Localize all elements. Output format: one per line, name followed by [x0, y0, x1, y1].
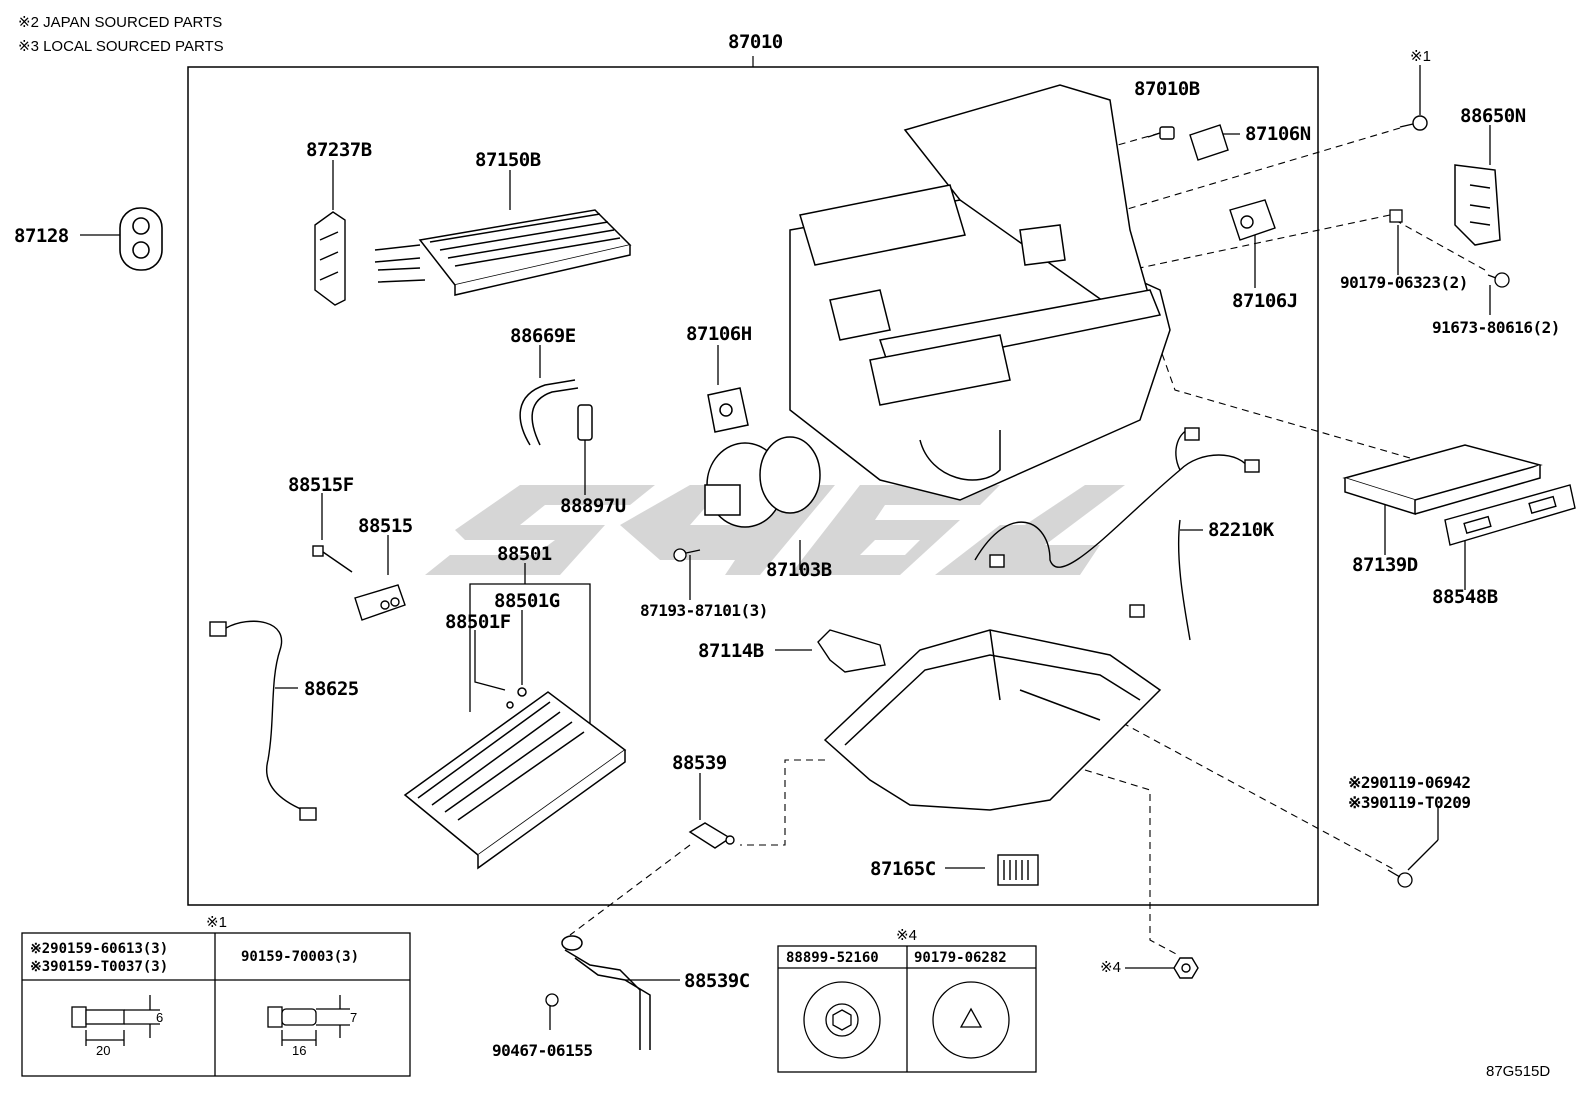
label-87237B[interactable]: 87237B [306, 139, 372, 161]
label-87165C[interactable]: 87165C [870, 858, 936, 880]
label-88515[interactable]: 88515 [358, 515, 413, 537]
screw-91673-80616 [1487, 272, 1510, 288]
harness-82210K [974, 427, 1260, 641]
expansion-valve-88515 [354, 584, 406, 621]
evaporator-88501 [403, 687, 627, 870]
bolt-a-drawing [71, 995, 160, 1046]
bolt-table-col2[interactable]: 90159-70003(3) [241, 949, 360, 965]
leader-lines [80, 65, 1491, 1030]
label-88539C[interactable]: 88539C [684, 970, 750, 992]
label-87010B[interactable]: 87010B [1134, 78, 1200, 100]
servo-87106N [1189, 124, 1229, 161]
label-88501G[interactable]: 88501G [494, 590, 560, 612]
bolt-a-length: 20 [96, 1043, 111, 1058]
amplifier-88650N [1454, 164, 1501, 246]
nut-table-mark: ※4 [896, 927, 917, 944]
label-90179-06323[interactable]: 90179-06323(2) [1340, 273, 1468, 292]
label-87106J[interactable]: 87106J [1232, 290, 1298, 312]
bolt-table [21, 932, 411, 1077]
label-87128[interactable]: 87128 [14, 225, 69, 247]
screw-87010B [1147, 126, 1175, 140]
bracket-87237B [314, 211, 346, 306]
label-87139D[interactable]: 87139D [1352, 554, 1418, 576]
blower-motor-87103B [704, 436, 821, 528]
heater-core-87150B [374, 209, 632, 296]
resistor-87165C [997, 854, 1039, 886]
lower-case [823, 629, 1162, 811]
servo-87106H [707, 387, 749, 433]
nut-table-col1[interactable]: 88899-52160 [786, 950, 879, 966]
cover-88548B [1444, 484, 1576, 546]
label-88669E[interactable]: 88669E [510, 325, 576, 347]
label-87193-87101[interactable]: 87193-87101(3) [640, 601, 768, 620]
nut-mark4 [1173, 957, 1199, 979]
diagram-code: 87G515D [1486, 1063, 1551, 1080]
screw-mark1 [1399, 115, 1428, 131]
label-88515F[interactable]: 88515F [288, 474, 354, 496]
screw-87193 [673, 548, 701, 562]
bolt-table-col1-line1[interactable]: ※290159-60613(3) [30, 941, 169, 957]
label-88897U[interactable]: 88897U [560, 495, 626, 517]
bolt-b-length: 16 [292, 1043, 307, 1058]
hose-88539C [561, 935, 651, 1050]
label-mark1-screw: ※1 [1410, 48, 1431, 65]
clip-90179-06323 [1389, 209, 1403, 223]
label-87150B[interactable]: 87150B [475, 149, 541, 171]
label-90119-T0209[interactable]: ※390119-T0209 [1348, 793, 1471, 812]
label-88501F[interactable]: 88501F [445, 611, 511, 633]
label-90467-06155[interactable]: 90467-06155 [492, 1041, 593, 1060]
label-88548B[interactable]: 88548B [1432, 586, 1498, 608]
label-87114B[interactable]: 87114B [698, 640, 764, 662]
label-88501[interactable]: 88501 [497, 543, 552, 565]
label-91673-80616[interactable]: 91673-80616(2) [1432, 318, 1560, 337]
label-82210K[interactable]: 82210K [1208, 519, 1274, 541]
label-mark4-nut: ※4 [1100, 959, 1121, 976]
label-90119-06942[interactable]: ※290119-06942 [1348, 773, 1471, 792]
bolt-table-mark: ※1 [206, 914, 227, 931]
label-88650N[interactable]: 88650N [1460, 105, 1526, 127]
label-87106N[interactable]: 87106N [1245, 123, 1311, 145]
clip-90467 [545, 993, 559, 1007]
servo-87106J [1229, 199, 1276, 241]
note-local: ※3 LOCAL SOURCED PARTS [18, 38, 224, 55]
bolt-table-col1-line2[interactable]: ※390159-T0037(3) [30, 959, 169, 975]
label-87103B[interactable]: 87103B [766, 559, 832, 581]
bracket-87114B [817, 629, 886, 673]
screw-90119 [1387, 869, 1413, 888]
note-japan: ※2 JAPAN SOURCED PARTS [18, 14, 223, 31]
label-88625[interactable]: 88625 [304, 678, 359, 700]
hose-88669E [519, 379, 593, 446]
bolt-b-drawing [267, 995, 350, 1046]
grommet-87128 [119, 207, 163, 271]
label-87106H[interactable]: 87106H [686, 323, 752, 345]
nut-table-col2[interactable]: 90179-06282 [914, 950, 1007, 966]
sensor-88539 [688, 822, 735, 849]
filter-87139D [1342, 444, 1543, 516]
label-87010[interactable]: 87010 [728, 31, 783, 53]
bolt-a-diameter: 6 [156, 1010, 164, 1025]
hvac-case-87010 [789, 84, 1171, 501]
bolt-88515F [312, 545, 353, 573]
label-88539[interactable]: 88539 [672, 752, 727, 774]
wire-88625 [209, 620, 317, 821]
nut-table [777, 945, 1037, 1073]
bolt-b-diameter: 7 [350, 1010, 358, 1025]
